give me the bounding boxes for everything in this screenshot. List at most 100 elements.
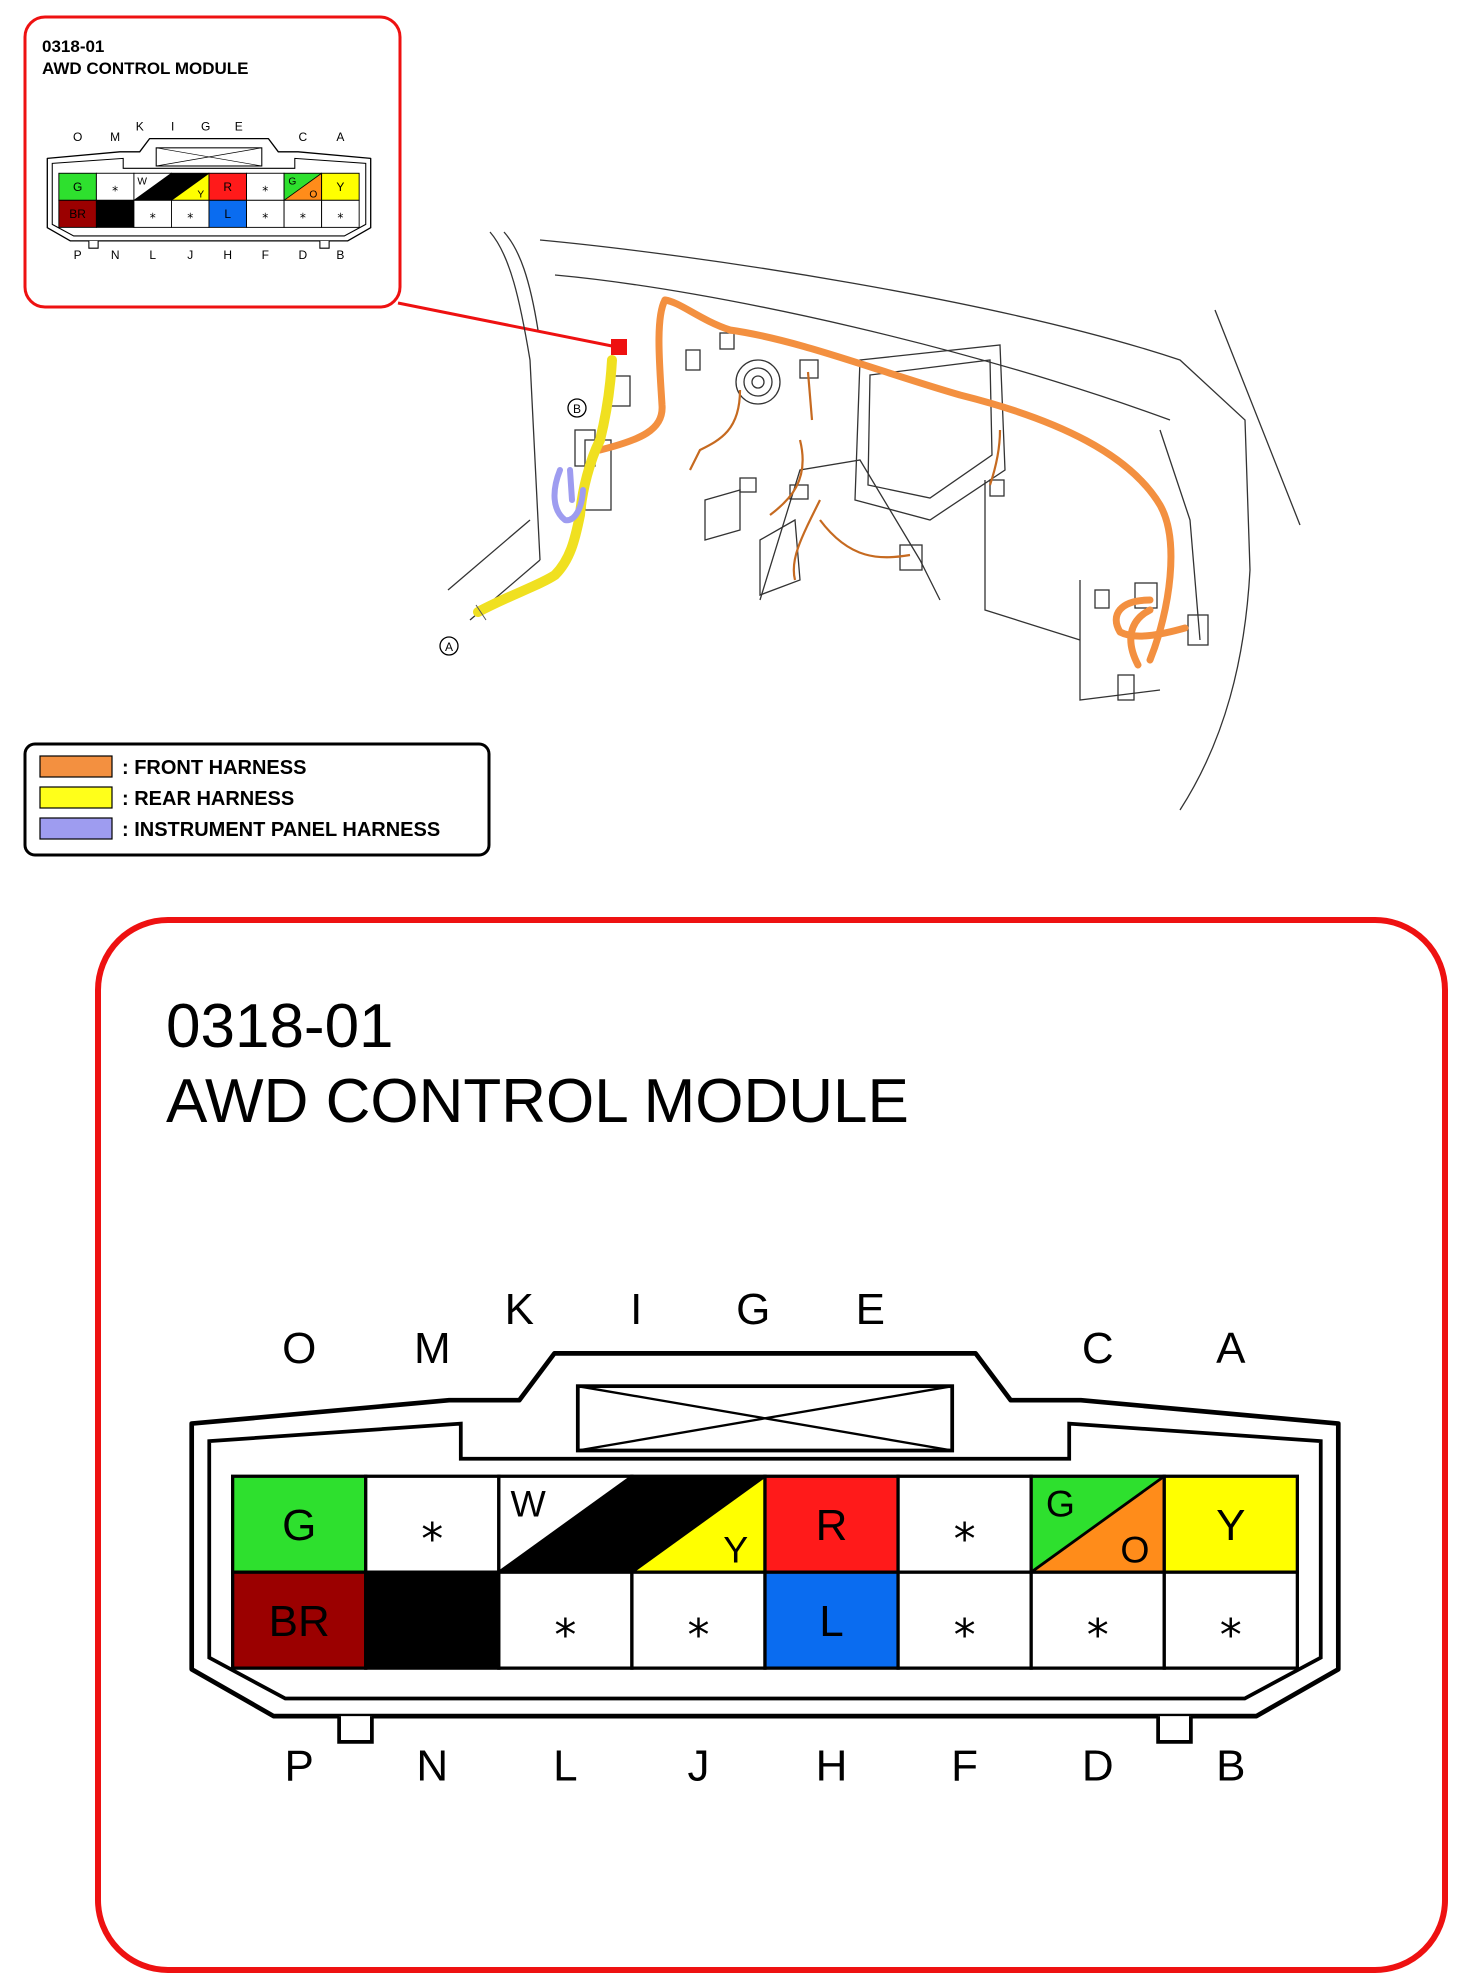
large-pin-I-label-a: B [649,1483,674,1525]
large-pin-I-label-b: Y [723,1529,748,1571]
large-pin-C: GO [1029,1474,1166,1574]
legend-label: : INSTRUMENT PANEL HARNESS [122,819,440,841]
inset-pin-H: L [208,199,247,228]
inset-pin-E: ⁎ [246,172,285,201]
large-letter-K: K [505,1285,534,1334]
inset-code: 0318-01 [42,37,104,56]
inset-name: AWD CONTROL MODULE [42,59,249,78]
large-letter-L: L [553,1741,577,1790]
inset-letter-I: I [171,119,174,133]
callout-b: B [567,398,587,418]
large-pin-G-label: R [816,1501,848,1550]
inset-pin-L: ⁎ [133,199,172,228]
large-letter-G: G [736,1285,770,1334]
inset-pin-J: ⁎ [171,199,210,228]
legend-swatch [39,786,113,809]
inset-letter-O: O [73,130,82,144]
inset-pin-A-label: Y [336,180,344,194]
inset-pin-F-label: ⁎ [262,207,268,221]
large-pin-N: B [364,1570,501,1670]
large-letter-O: O [282,1324,316,1373]
legend-item: : INSTRUMENT PANEL HARNESS [39,817,440,841]
instrument-panel-harness [551,467,586,524]
inset-inner-outline [51,157,367,237]
large-pin-P: BR [231,1570,368,1670]
large-letter-I: I [630,1285,642,1334]
svg-text:A: A [445,640,453,654]
large-pin-M: ⁎ [364,1474,501,1574]
large-pin-K-label-a: W [510,1483,546,1525]
large-pin-F: ⁎ [896,1570,1033,1670]
large-key-0 [337,1716,374,1744]
large-inner-outline [207,1421,1323,1701]
large-pin-F-label: ⁎ [954,1597,976,1646]
large-pin-K: WB [497,1474,634,1574]
callout-a: A [439,636,459,656]
inset-letter-B: B [336,248,344,262]
inset-pin-N: B [95,199,135,228]
inset-pin-J-label: ⁎ [187,207,193,221]
module-marker [611,339,627,355]
inset-pin-C-label-b: O [309,190,317,201]
large-pin-M-label: ⁎ [421,1501,443,1550]
large-pin-N-label: B [418,1597,447,1646]
large-letter-J: J [687,1741,709,1790]
inset-pin-D-label: ⁎ [300,207,306,221]
large-letter-F: F [951,1741,978,1790]
large-pin-A: Y [1162,1474,1299,1574]
inset-panel: 0318-01 AWD CONTROL MODULE G⁎WBBYR⁎GOYBR… [23,15,402,309]
large-pin-P-label: BR [269,1597,330,1646]
inset-letter-J: J [187,248,193,262]
large-pin-C-label-a: G [1046,1483,1075,1525]
inset-pin-I-label-a: B [176,177,183,188]
inset-pin-I: BY [171,172,210,201]
inset-pin-D: ⁎ [283,199,323,228]
inset-letter-H: H [223,248,232,262]
detail-name: AWD CONTROL MODULE [166,1067,909,1136]
large-letter-D: D [1082,1741,1114,1790]
svg-text:B: B [573,402,581,416]
inset-letter-D: D [299,248,308,262]
large-letter-E: E [856,1285,885,1334]
inset-pin-L-label: ⁎ [150,207,156,221]
inset-pin-K-label-b: B [160,190,167,201]
legend-label: : REAR HARNESS [122,788,294,810]
front-harness [596,296,1189,669]
inset-letter-K: K [136,119,144,133]
inset-pin-A: Y [321,172,360,201]
large-pin-J-label: ⁎ [687,1597,709,1646]
large-pin-H-label: L [819,1597,843,1646]
large-pin-L: ⁎ [497,1570,634,1670]
large-key-1 [1156,1716,1193,1744]
inset-pin-F: ⁎ [246,199,285,228]
large-pin-H: L [763,1570,900,1670]
inset-pin-B: ⁎ [321,199,360,228]
large-pin-E: ⁎ [896,1474,1033,1574]
legend-item: : REAR HARNESS [39,786,294,810]
inset-pin-M-label: ⁎ [112,180,118,194]
legend-swatch [39,755,113,778]
large-pin-O: G [231,1474,368,1574]
large-pin-G: R [763,1474,900,1574]
harness-legend: : FRONT HARNESS: REAR HARNESS: INSTRUMEN… [23,742,491,857]
large-pin-D: ⁎ [1029,1570,1166,1670]
inset-pin-O-label: G [73,180,82,194]
inset-pin-G: R [208,172,247,201]
inset-letter-G: G [201,119,210,133]
front-harness-branches [689,371,1002,581]
inset-letter-A: A [336,130,344,144]
inset-pin-M: ⁎ [95,172,135,201]
inset-letter-P: P [74,248,82,262]
inset-pin-K: WB [133,172,172,201]
inset-pin-E-label: ⁎ [262,180,268,194]
large-pin-I: BY [630,1474,767,1574]
inset-pin-G-label: R [223,180,232,194]
large-letter-P: P [285,1741,314,1790]
inset-pin-N-label: B [111,207,119,221]
large-letter-H: H [816,1741,848,1790]
large-pin-B: ⁎ [1162,1570,1299,1670]
